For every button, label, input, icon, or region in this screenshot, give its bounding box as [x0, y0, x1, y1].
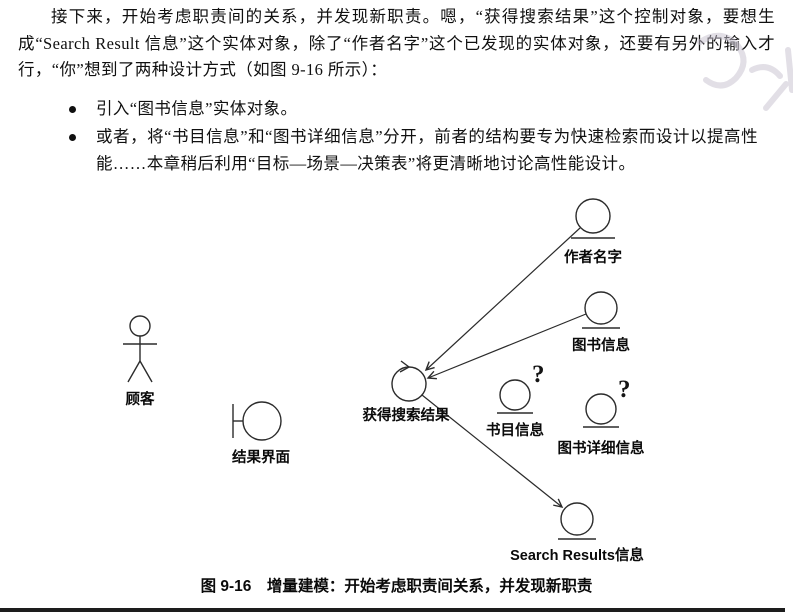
boundary-label: 结果界面	[232, 450, 290, 466]
entity-label-author-name: 作者名字	[564, 250, 622, 266]
bullet-list: 引入“图书信息”实体对象。 或者，将“书目信息”和“图书详细信息”分开，前者的结…	[18, 96, 775, 178]
bullet-text: 引入“图书信息”实体对象。	[96, 98, 298, 118]
boundary-shape	[232, 401, 282, 441]
entity-label-catalog-info: 书目信息	[486, 423, 544, 439]
arrow-control-to-results	[421, 394, 564, 508]
question-mark: ?	[532, 361, 545, 388]
entity-label-book-detail-info: 图书详细信息	[557, 441, 645, 457]
bullet-dot-icon	[69, 134, 76, 141]
control-shape	[391, 360, 427, 402]
watermark-stamp	[697, 33, 793, 111]
bullet-item: 或者，将“书目信息”和“图书详细信息”分开，前者的结构要专为快速检索而设计以提高…	[66, 124, 758, 177]
entity-shape-search-results	[558, 502, 596, 540]
actor-figure	[123, 315, 157, 383]
relation-arrows	[421, 227, 587, 508]
question-mark: ?	[618, 376, 631, 403]
bullet-item: 引入“图书信息”实体对象。	[66, 96, 758, 123]
arrow-author-to-control	[424, 227, 581, 372]
arrow-bookinfo-to-control	[426, 313, 587, 380]
entity-shape-author-name	[571, 198, 615, 239]
page-bottom-edge	[0, 608, 786, 612]
entity-label-search-results: Search Results信息	[510, 548, 644, 564]
entity-shape-book-detail-info	[583, 393, 619, 428]
bullet-dot-icon	[69, 105, 76, 113]
entity-label-book-info: 图书信息	[572, 338, 630, 354]
bullet-text: 或者，将“书目信息”和“图书详细信息”分开，前者的结构要专为快速检索而设计以提高…	[96, 127, 758, 173]
entity-shape-book-info	[582, 291, 620, 329]
control-label: 获得搜索结果	[362, 408, 450, 424]
actor-label: 顾客	[125, 392, 155, 408]
text-block: 接下来，开始考虑职责间的关系，并发现新职责。嗯，“获得搜索结果”这个控制对象，要…	[18, 4, 775, 179]
figure-caption: 图 9-16 增量建模：开始考虑职责间关系，并发现新职责	[200, 578, 593, 595]
intro-paragraph: 接下来，开始考虑职责间的关系，并发现新职责。嗯，“获得搜索结果”这个控制对象，要…	[18, 7, 775, 79]
entity-shape-catalog-info	[497, 379, 533, 414]
